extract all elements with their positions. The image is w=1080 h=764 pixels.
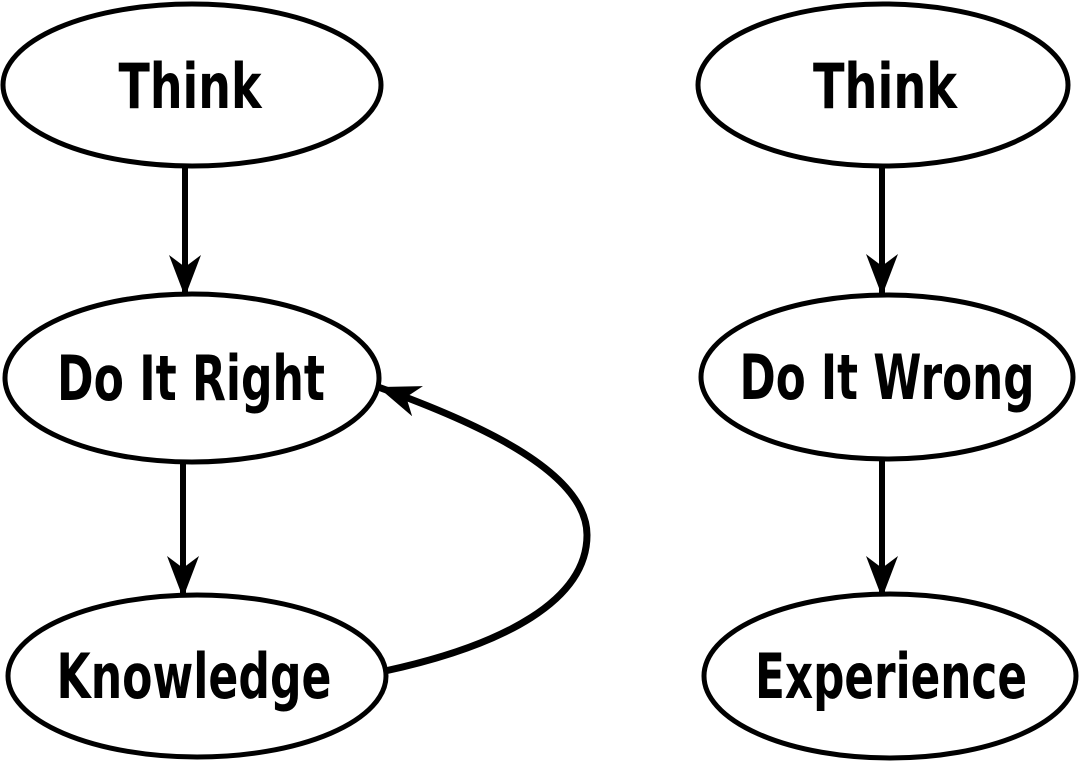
diagram-right-way: Think Do It Right Knowledge bbox=[0, 1, 591, 760]
diagram-wrong-way: Think Do It Wrong Experience bbox=[695, 1, 1079, 761]
node-experience bbox=[701, 591, 1079, 761]
node-experience-label: Experience bbox=[755, 640, 1027, 713]
node-do-it-right bbox=[2, 291, 382, 465]
node-think-right-label: Think bbox=[813, 50, 958, 123]
node-do-it-wrong-label: Do It Wrong bbox=[740, 341, 1035, 414]
node-do-it-right-label: Do It Right bbox=[57, 342, 325, 415]
node-think-left-label: Think bbox=[119, 50, 263, 123]
arrow-knowledge-to-do-it-right-feedback bbox=[376, 383, 591, 675]
node-knowledge-label: Knowledge bbox=[57, 640, 332, 713]
node-think-left bbox=[0, 1, 384, 169]
node-knowledge bbox=[5, 592, 389, 760]
node-do-it-wrong bbox=[698, 292, 1076, 462]
